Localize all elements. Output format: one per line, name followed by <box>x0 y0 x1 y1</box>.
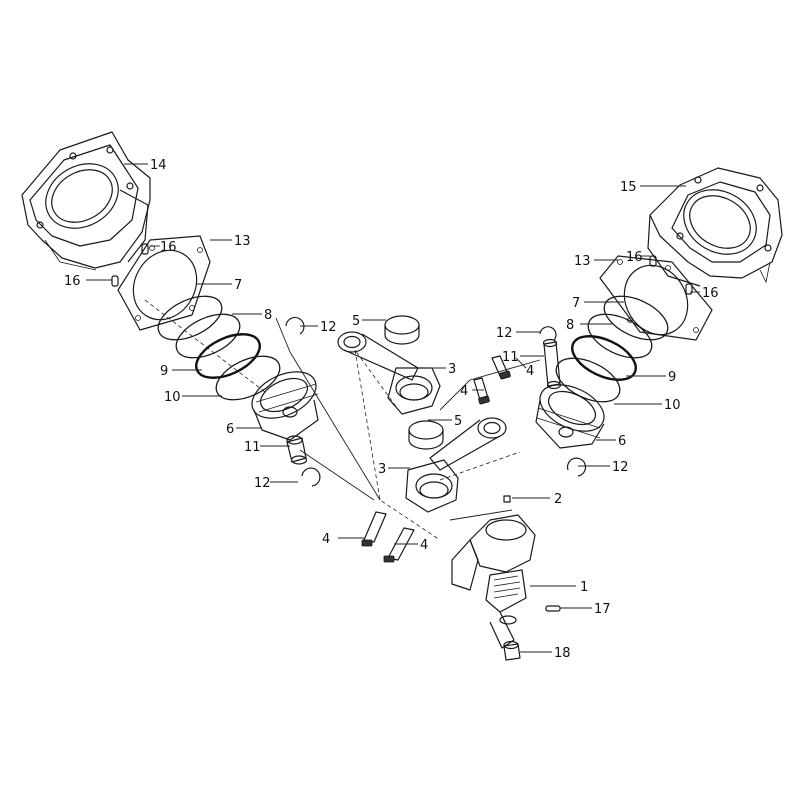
callout-5-upper: 5 <box>352 314 360 329</box>
left-piston <box>251 371 319 441</box>
pin-17 <box>545 605 561 612</box>
right-ring-9 <box>571 335 637 381</box>
crankshaft <box>451 514 536 649</box>
rod-bolt-upper-right <box>491 355 511 380</box>
callout-16-right-lower: 16 <box>702 286 719 301</box>
left-dowel-pin-lower <box>111 275 119 287</box>
upper-bearing-shell <box>384 315 420 345</box>
callout-16-right-upper: 16 <box>626 250 643 265</box>
callout-14: 14 <box>150 158 167 173</box>
callout-4-upper-left: 4 <box>460 384 468 399</box>
callout-5-lower: 5 <box>454 414 462 429</box>
upper-connecting-rod <box>337 331 441 415</box>
left-ring-9 <box>195 333 261 379</box>
left-dowel-pin-upper <box>141 243 149 255</box>
callout-12-right-upper: 12 <box>496 326 513 341</box>
left-ring-8 <box>175 313 241 359</box>
callout-17: 17 <box>594 602 611 617</box>
callout-11-right: 11 <box>502 350 519 365</box>
right-ring-8 <box>587 313 653 359</box>
right-dowel-pin-upper <box>649 255 657 267</box>
right-circlip-lower <box>566 457 587 477</box>
lower-connecting-rod <box>405 417 507 513</box>
callout-12-right-lower: 12 <box>612 460 629 475</box>
callout-7-right: 7 <box>572 296 580 311</box>
right-piston-pin <box>542 338 562 390</box>
callout-7-left: 7 <box>234 278 242 293</box>
left-ring-7 <box>157 295 223 341</box>
right-head-gasket <box>599 255 713 341</box>
right-piston <box>535 384 605 449</box>
callout-numbers: 14 13 16 16 7 8 9 10 6 11 12 12 4 4 5 3 … <box>64 158 719 661</box>
callout-18: 18 <box>554 646 571 661</box>
right-cylinder <box>647 167 783 287</box>
callout-6-right: 6 <box>618 434 626 449</box>
callout-12-left-upper: 12 <box>320 320 337 335</box>
callout-13-right: 13 <box>574 254 591 269</box>
callout-9-left: 9 <box>160 364 168 379</box>
callout-9-right: 9 <box>668 370 676 385</box>
callout-3-upper: 3 <box>448 362 456 377</box>
left-circlip-upper <box>285 316 305 335</box>
callout-10-right: 10 <box>664 398 681 413</box>
callout-15: 15 <box>620 180 637 195</box>
right-dowel-pin-lower <box>685 283 693 295</box>
callout-leaders <box>86 163 700 653</box>
callout-12-left-lower: 12 <box>254 476 271 491</box>
woodruff-key <box>503 495 511 503</box>
callout-16-left-lower: 16 <box>64 274 81 289</box>
right-ring-7 <box>603 295 669 341</box>
callout-6-left: 6 <box>226 422 234 437</box>
rod-bolt-lower-right <box>383 527 415 563</box>
callout-10-left: 10 <box>164 390 181 405</box>
callout-2: 2 <box>554 492 562 507</box>
callout-8-right: 8 <box>566 318 574 333</box>
left-cylinder <box>21 131 151 271</box>
bushing-18 <box>503 640 521 661</box>
callout-4-upper-right: 4 <box>526 364 534 379</box>
callout-4-lower-left: 4 <box>322 532 330 547</box>
left-piston-pin <box>286 435 308 465</box>
rod-bolt-upper-left <box>473 377 490 405</box>
lower-bearing-shell <box>408 420 444 450</box>
callout-1: 1 <box>580 580 588 595</box>
left-head-gasket <box>117 235 211 331</box>
callout-16-left-upper: 16 <box>160 240 177 255</box>
callout-8-left: 8 <box>264 308 272 323</box>
right-circlip-upper <box>539 326 557 341</box>
callout-3-lower: 3 <box>378 462 386 477</box>
callout-13-left: 13 <box>234 234 251 249</box>
left-circlip-lower <box>301 467 321 487</box>
callout-4-lower-right: 4 <box>420 538 428 553</box>
rod-bolt-lower-left <box>361 511 387 547</box>
callout-11-left: 11 <box>244 440 261 455</box>
assembly-lines <box>144 299 541 541</box>
